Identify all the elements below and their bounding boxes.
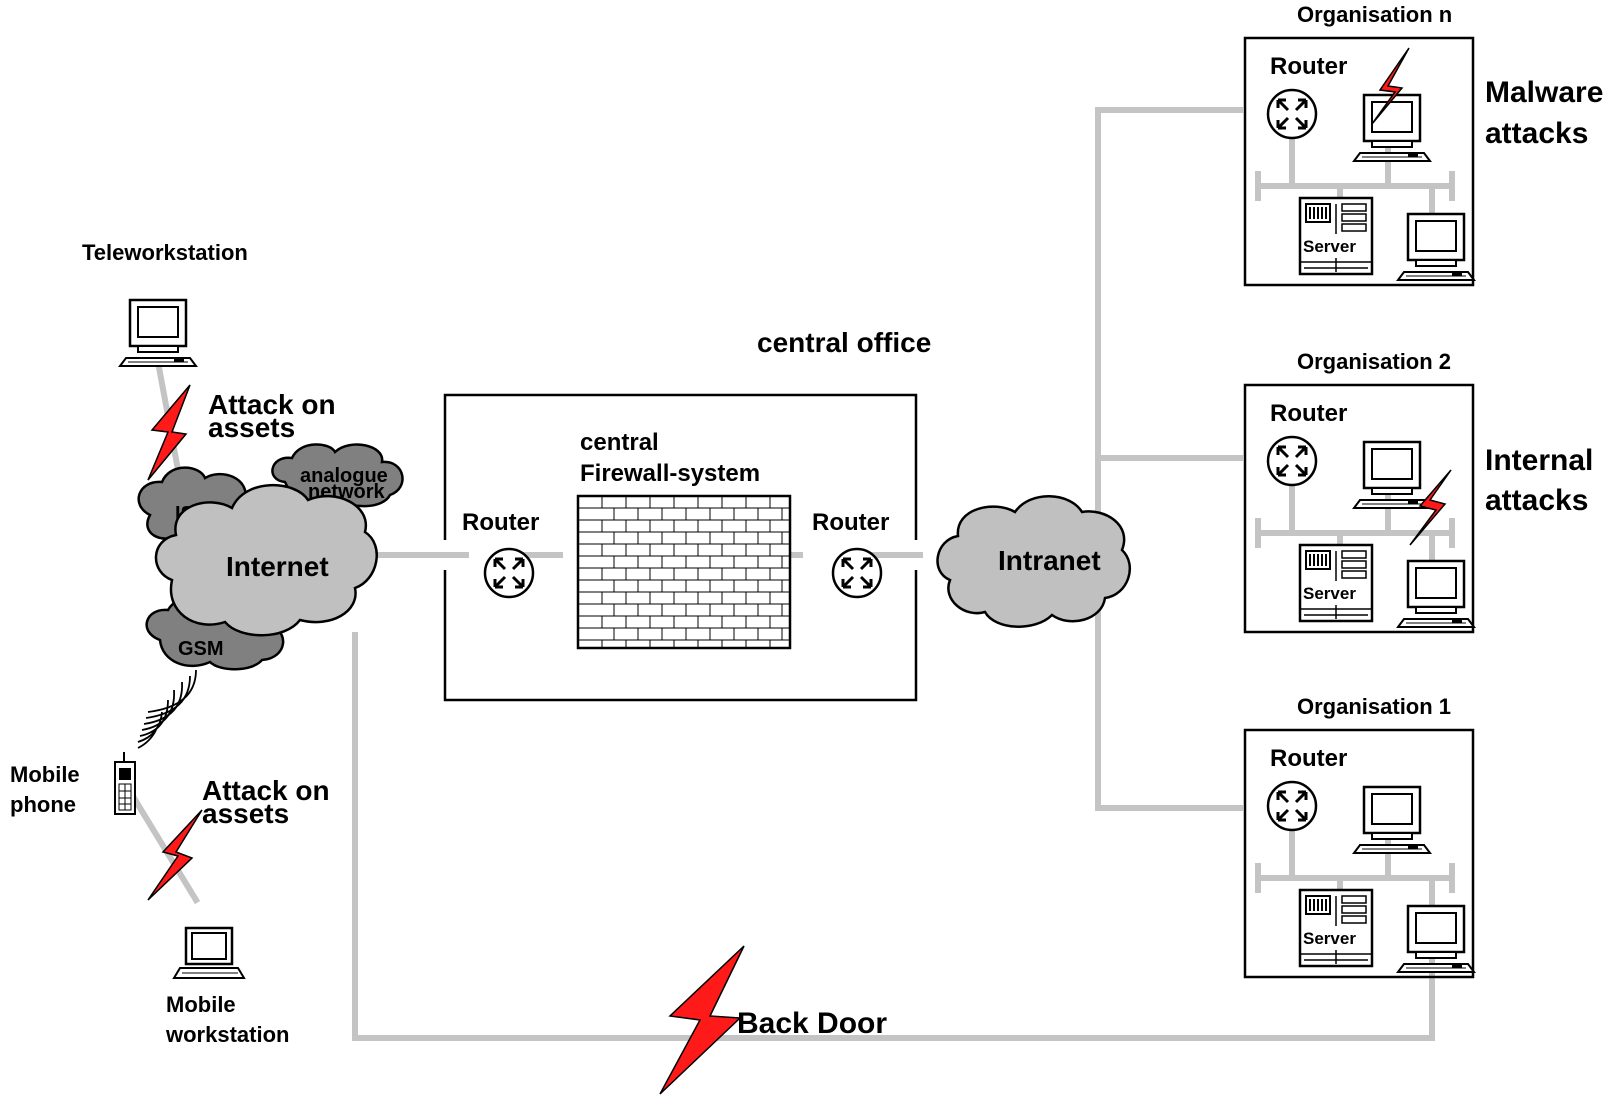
internal-attacks-label-line1: Internal (1485, 444, 1593, 477)
organisation-title: Organisation 2 (1297, 349, 1451, 374)
attack-label-1-line2: assets (208, 412, 295, 443)
mobile-workstation-laptop-icon (172, 926, 246, 980)
malware-attacks-label-line1: Malware (1485, 76, 1603, 109)
computer-icon (1396, 212, 1476, 282)
server-label: Server (1303, 929, 1356, 948)
mobile-workstation-label-line2: workstation (165, 1022, 289, 1047)
lightning-icon (1409, 469, 1452, 546)
lightning-icon (1371, 47, 1410, 125)
computer-icon (1352, 785, 1432, 855)
internet-cloud: Internet (154, 483, 378, 637)
router-left-icon (483, 547, 535, 599)
org-router-label: Router (1270, 745, 1347, 772)
mobile-workstation-label-line1: Mobile (166, 992, 236, 1017)
mobile-phone-label-line1: Mobile (10, 762, 80, 787)
router-icon (1266, 435, 1318, 487)
computer-icon (1396, 904, 1476, 974)
server-label: Server (1303, 584, 1356, 603)
central-office-box (443, 393, 918, 702)
lightning-icon (659, 945, 745, 1095)
lightning-icon (147, 809, 203, 901)
malware-attacks-label-line2: attacks (1485, 117, 1588, 150)
computer-icon (1396, 559, 1476, 629)
organisation-box (1243, 728, 1475, 979)
teleworkstation-label: Teleworkstation (82, 240, 248, 265)
org-router-label: Router (1270, 53, 1347, 80)
firewall-label-line2: Firewall-system (580, 460, 760, 487)
organisation-title: Organisation 1 (1297, 694, 1451, 719)
router-right-icon (831, 547, 883, 599)
router-left-label: Router (462, 509, 539, 536)
teleworkstation-computer-icon (118, 298, 198, 368)
attack-label-2-line1: Attack on (202, 775, 330, 806)
analogue-label-line1: analogue (300, 465, 388, 487)
router-icon (1266, 88, 1318, 140)
mobile-phone-label-line2: phone (10, 792, 76, 817)
attack-label-1-line1: Attack on (208, 389, 336, 420)
organisation-box (1243, 36, 1475, 287)
server-label: Server (1303, 237, 1356, 256)
intranet-cloud: Intranet (936, 495, 1132, 628)
lightning-icon (147, 384, 191, 481)
mobile-phone-icon (114, 752, 136, 815)
radio-waves-icon (137, 669, 197, 749)
org-router-label: Router (1270, 400, 1347, 427)
gsm-label: GSM (178, 638, 224, 660)
organisation-box (1243, 383, 1475, 634)
internal-attacks-label-line2: attacks (1485, 484, 1588, 517)
back-door-label: Back Door (737, 1007, 887, 1040)
intranet-label: Intranet (998, 545, 1101, 576)
router-right-label: Router (812, 509, 889, 536)
firewall-icon (576, 494, 792, 650)
organisation-title: Organisation n (1297, 2, 1452, 27)
computer-icon (1352, 440, 1432, 510)
central-office-label: central office (757, 327, 931, 358)
internet-label: Internet (226, 551, 329, 582)
computer-icon (1352, 93, 1432, 163)
attack-label-2-line2: assets (202, 798, 289, 829)
router-icon (1266, 780, 1318, 832)
firewall-label-line1: central (580, 429, 659, 456)
